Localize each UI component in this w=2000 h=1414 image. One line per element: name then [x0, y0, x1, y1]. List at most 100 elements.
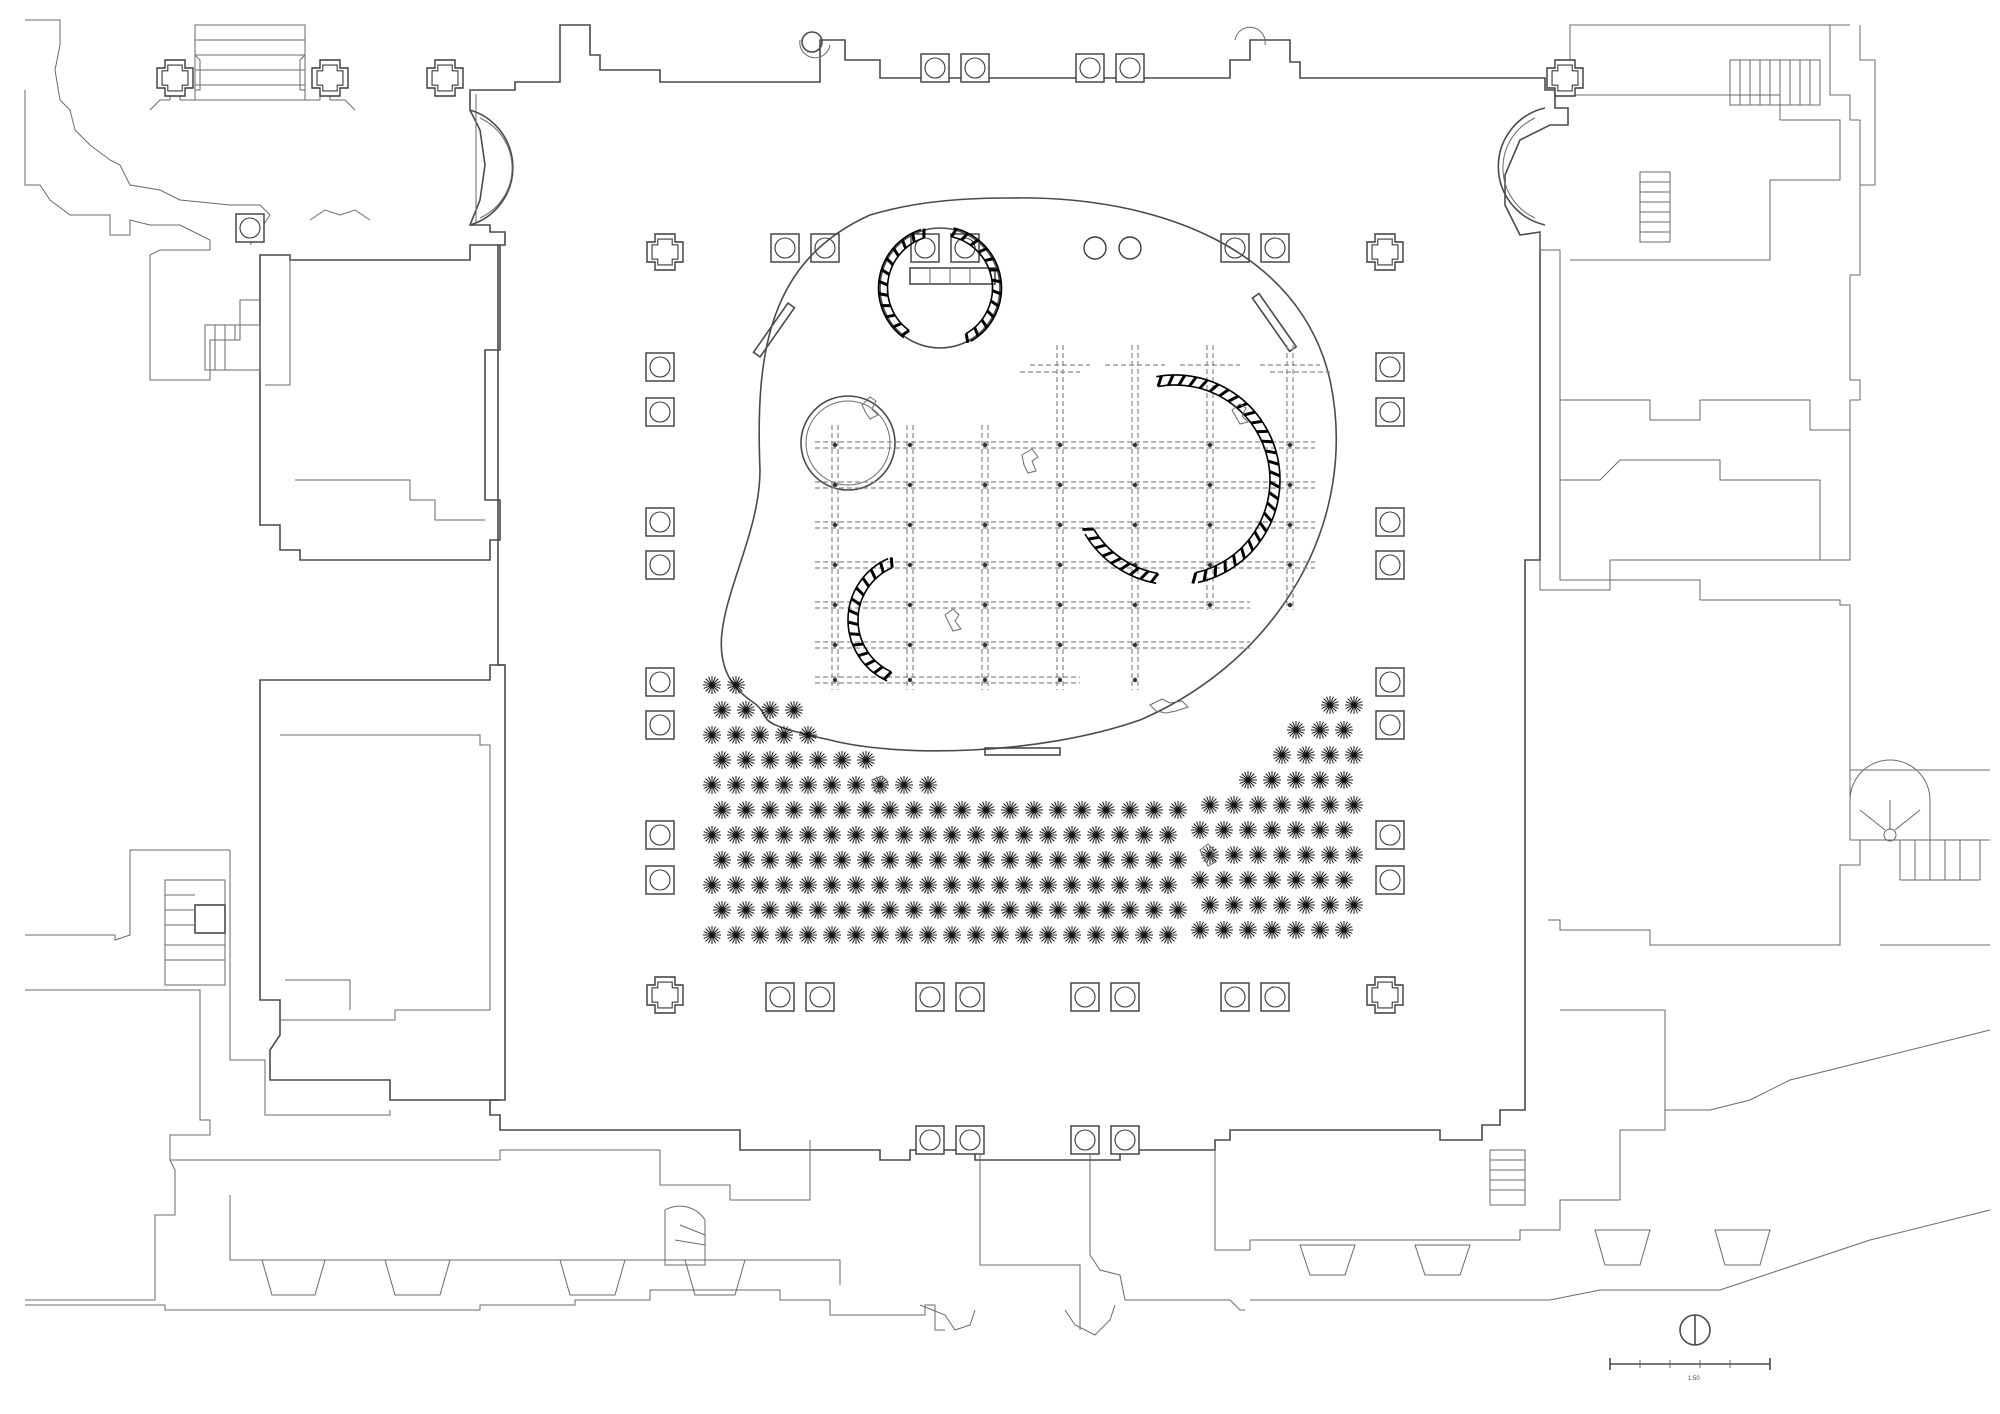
plant-ray — [1121, 856, 1139, 864]
plant-ray — [1015, 831, 1033, 839]
plant-symbol — [1025, 801, 1043, 819]
plant-ray — [775, 931, 793, 939]
small-hatched-ring-left — [847, 557, 894, 682]
plant-symbol — [1097, 801, 1115, 819]
plant-symbol — [905, 851, 923, 869]
plant-ray — [1097, 806, 1115, 814]
plant-ray — [929, 856, 947, 864]
plant-symbol — [991, 876, 1009, 894]
plant-symbol — [833, 751, 851, 769]
pier-square — [1260, 982, 1290, 1012]
plant-ray — [1287, 926, 1305, 934]
plant-ray — [799, 831, 817, 839]
plant-symbol — [1215, 821, 1233, 839]
plant-ray — [737, 806, 755, 814]
plant-ray — [1039, 831, 1057, 839]
plant-ray — [871, 831, 889, 839]
plant-ray — [713, 706, 731, 714]
plant-ray — [1345, 751, 1363, 759]
cruciform-outer — [426, 59, 464, 97]
pier-column — [814, 237, 836, 259]
plant-ray — [833, 806, 851, 814]
plant-symbol — [1297, 896, 1315, 914]
plant-symbol — [1087, 826, 1105, 844]
plant-ray — [809, 806, 827, 814]
hatch-stroke — [1082, 527, 1094, 532]
column-pier — [1075, 53, 1105, 83]
column-pier — [955, 1125, 985, 1155]
plant-ray — [1335, 776, 1353, 784]
plant-ray — [761, 806, 779, 814]
pier-column — [1379, 511, 1401, 533]
hatch-stroke — [855, 586, 865, 597]
plant-ray — [1145, 856, 1163, 864]
plant-ray — [1087, 931, 1105, 939]
plant-symbol — [1321, 696, 1339, 714]
grid-node — [1057, 562, 1063, 568]
planting-beds — [703, 676, 1363, 944]
pier-column — [809, 986, 831, 1008]
pier-column — [649, 511, 671, 533]
pier-column — [1074, 986, 1096, 1008]
plant-symbol — [967, 826, 985, 844]
plant-ray — [1191, 876, 1209, 884]
hatch-stroke — [848, 608, 859, 616]
plant-ray — [1321, 751, 1339, 759]
plant-ray — [1111, 881, 1129, 889]
column-pier — [645, 397, 675, 427]
pier-square — [645, 352, 675, 382]
grid-node — [1057, 522, 1063, 528]
kiosk-hatched-wall-left — [877, 228, 926, 339]
plant-ray — [751, 881, 769, 889]
pavilion-structural-grid — [815, 345, 1330, 690]
plant-symbol — [785, 901, 803, 919]
plant-symbol — [737, 851, 755, 869]
hatch-stroke — [950, 227, 958, 238]
cruciform-outer — [1546, 59, 1584, 97]
column-pier — [645, 710, 675, 740]
plant-ray — [1297, 801, 1315, 809]
plant-symbol — [785, 751, 803, 769]
plant-ray — [785, 906, 803, 914]
plant-ray — [1263, 876, 1281, 884]
plant-symbol — [1239, 771, 1257, 789]
plant-ray — [1159, 881, 1177, 889]
plant-symbol — [1215, 871, 1233, 889]
hatch-stroke — [1139, 570, 1150, 581]
plant-ray — [881, 856, 899, 864]
plant-symbol — [727, 726, 745, 744]
hatch-stroke — [847, 620, 859, 627]
plant-symbol — [929, 851, 947, 869]
plant-ray — [881, 906, 899, 914]
pier-column — [959, 1129, 981, 1151]
pier-column — [649, 554, 671, 576]
plant-symbol — [1249, 796, 1267, 814]
hatch-stroke — [885, 313, 896, 319]
plant-ray — [713, 856, 731, 864]
plant-ray — [737, 706, 755, 714]
grid-node — [1132, 442, 1138, 448]
grid-node — [1057, 642, 1063, 648]
plant-symbol — [809, 901, 827, 919]
plant-symbol — [1215, 921, 1233, 939]
plant-symbol — [943, 826, 961, 844]
cruciform-inner — [316, 64, 344, 92]
plant-ray — [1121, 806, 1139, 814]
plant-ray — [929, 806, 947, 814]
plant-ray — [857, 906, 875, 914]
plant-symbol — [761, 751, 779, 769]
plant-ray — [1297, 851, 1315, 859]
plant-ray — [1025, 856, 1043, 864]
column-pier — [1110, 982, 1140, 1012]
plant-ray — [1263, 826, 1281, 834]
column-pier — [645, 352, 675, 382]
hatch-stroke — [973, 326, 980, 337]
plant-symbol — [1015, 876, 1033, 894]
plant-ray — [751, 931, 769, 939]
plant-ray — [1191, 826, 1209, 834]
column-pier — [1110, 1125, 1140, 1155]
plant-symbol — [857, 801, 875, 819]
plant-ray — [1273, 801, 1291, 809]
pier-square — [1375, 865, 1405, 895]
plant-symbol — [785, 851, 803, 869]
